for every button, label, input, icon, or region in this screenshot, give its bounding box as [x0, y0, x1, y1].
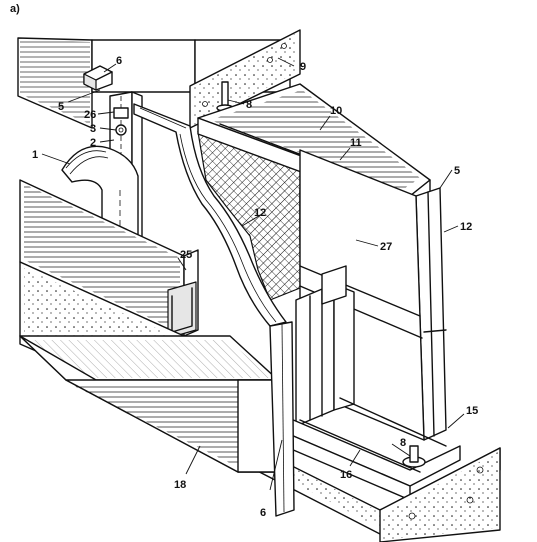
bracket-6-top [83, 65, 113, 91]
label-5-left: 5 [58, 101, 64, 113]
label-27: 27 [380, 241, 392, 253]
label-6-bottom: 6 [260, 507, 266, 519]
base-beam-18 [19, 335, 279, 473]
corner-mark: a) [10, 3, 20, 15]
label-12-left: 12 [254, 207, 266, 219]
label-26: 26 [84, 109, 96, 121]
label-6-top: 6 [116, 55, 122, 67]
label-15: 15 [466, 405, 478, 417]
label-2: 2 [90, 137, 96, 149]
label-10: 10 [330, 105, 342, 117]
label-1: 1 [32, 149, 38, 161]
label-12-right: 12 [460, 221, 472, 233]
edge-board-6 [269, 321, 295, 517]
label-25: 25 [180, 249, 192, 261]
label-8-bottom: 8 [400, 437, 406, 449]
label-18: 18 [174, 479, 186, 491]
label-9: 9 [300, 61, 306, 73]
insulation-mesh [197, 131, 301, 301]
label-16: 16 [340, 469, 352, 481]
leader-lines [41, 57, 465, 491]
horizontal-panel-25 [19, 179, 199, 339]
c-channel-studs [295, 265, 355, 427]
label-8-top: 8 [246, 99, 252, 111]
anchor-bolt-bottom [402, 445, 426, 468]
label-11: 11 [350, 137, 362, 149]
label-3: 3 [90, 123, 96, 135]
conduit-pipe [61, 145, 139, 251]
label-5-right: 5 [454, 165, 460, 177]
